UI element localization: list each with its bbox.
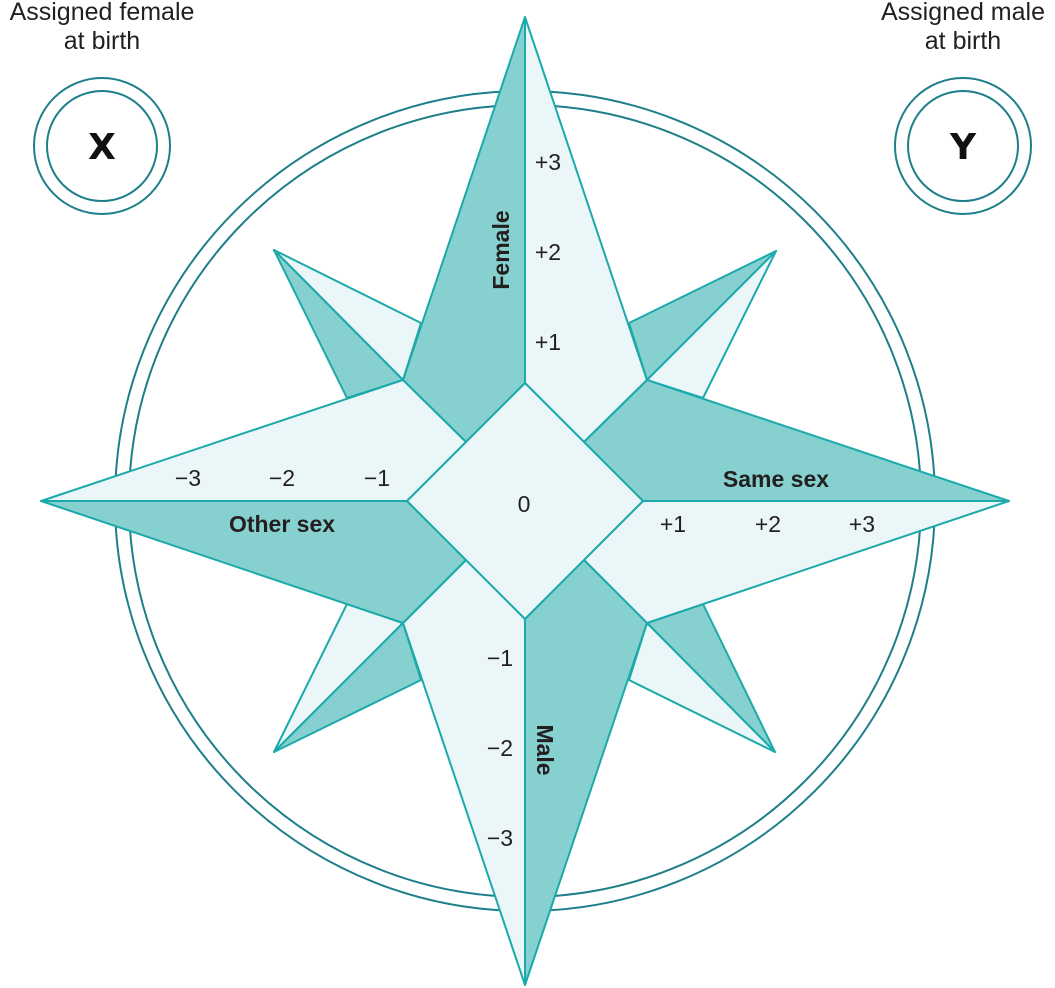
y-inner-ring <box>907 90 1019 202</box>
tick-other-sex-3: −3 <box>175 465 201 491</box>
tick-same-sex-2: +2 <box>755 511 781 537</box>
center-zero-label: 0 <box>518 491 531 517</box>
tick-same-sex-3: +3 <box>849 511 875 537</box>
tick-female-3: +3 <box>535 149 561 175</box>
assigned-female-label: Assigned female at birth <box>0 0 212 56</box>
y-outer-ring <box>894 77 1032 215</box>
tick-female-1: +1 <box>535 329 561 355</box>
axis-label-female: Female <box>488 210 514 289</box>
tick-same-sex-1: +1 <box>660 511 686 537</box>
diagonal-arm-bottom-left <box>273 603 422 753</box>
tick-female-2: +2 <box>535 239 561 265</box>
arm-left-other-sex <box>40 379 467 624</box>
assigned-female-line2: at birth <box>63 27 141 55</box>
tick-other-sex-2: −2 <box>269 465 295 491</box>
diagonal-arm-bottom-right <box>628 603 776 753</box>
arm-bottom-male <box>402 559 648 986</box>
arm-top-female <box>402 16 648 443</box>
center-diamond <box>406 382 644 620</box>
axis-label-same-sex: Same sex <box>723 466 829 492</box>
y-chromosome-letter: Y <box>949 127 977 168</box>
diagonal-arm-top-right <box>628 250 777 399</box>
x-chromosome-letter: X <box>88 127 116 168</box>
y-chromosome-badge: Y <box>894 77 1032 215</box>
assigned-female-line1: Assigned female <box>9 0 195 26</box>
assigned-male-label: Assigned male at birth <box>853 0 1055 56</box>
assigned-male-line2: at birth <box>924 27 1002 55</box>
arm-right-same-sex <box>583 379 1010 624</box>
diagonal-arm-top-left <box>273 249 422 399</box>
x-outer-ring <box>33 77 171 215</box>
x-chromosome-badge: X <box>33 77 171 215</box>
tick-male-3: −3 <box>487 825 513 851</box>
tick-other-sex-1: −1 <box>364 465 390 491</box>
axis-label-male: Male <box>532 724 558 775</box>
axis-label-other-sex: Other sex <box>229 511 335 537</box>
assigned-male-line1: Assigned male <box>881 0 1045 26</box>
tick-male-2: −2 <box>487 735 513 761</box>
tick-male-1: −1 <box>487 645 513 671</box>
x-inner-ring <box>46 90 158 202</box>
